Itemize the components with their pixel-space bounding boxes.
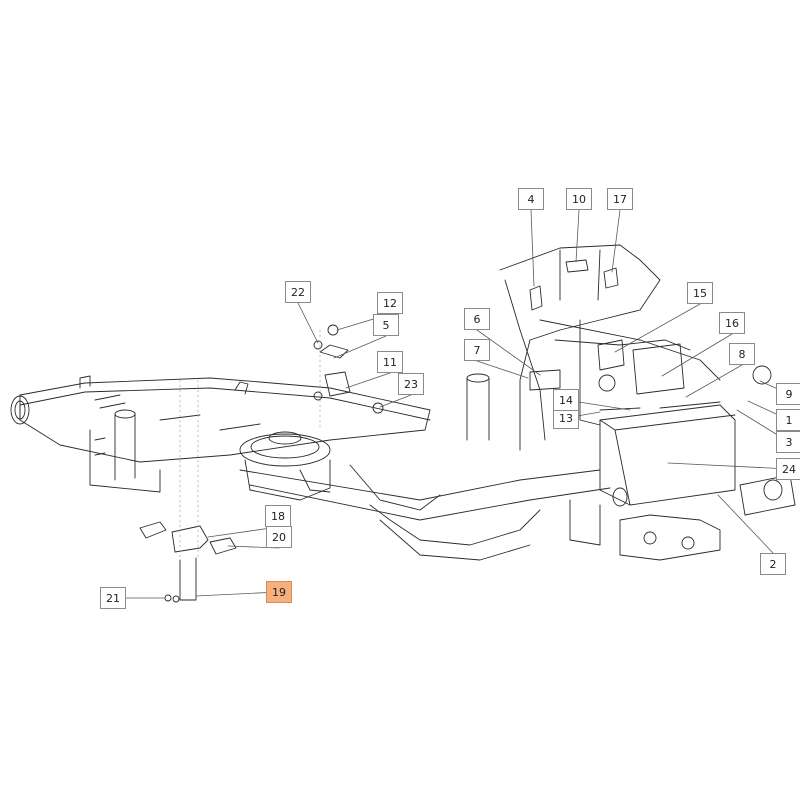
upright-post: [466, 373, 490, 441]
leader-line-24: [667, 462, 790, 470]
leader-line-8: [685, 364, 743, 398]
callout-16[interactable]: 16: [719, 312, 745, 334]
leader-line-11: [345, 372, 391, 389]
callout-11[interactable]: 11: [377, 351, 403, 373]
callout-1[interactable]: 1: [776, 409, 800, 431]
leader-line-15: [614, 303, 701, 353]
pulley-assembly: [239, 431, 441, 511]
callout-8[interactable]: 8: [729, 343, 755, 365]
leader-lines: [125, 209, 790, 599]
callout-6[interactable]: 6: [464, 308, 490, 330]
callout-10[interactable]: 10: [566, 188, 592, 210]
callout-20[interactable]: 20: [266, 526, 292, 548]
fuel-tank: [599, 404, 736, 507]
leader-line-10: [575, 209, 580, 263]
leader-line-19: [195, 591, 280, 597]
callout-7[interactable]: 7: [464, 339, 490, 361]
leader-line-22: [297, 302, 319, 344]
leader-line-17: [611, 209, 621, 273]
callout-4[interactable]: 4: [518, 188, 544, 210]
callout-9[interactable]: 9: [776, 383, 800, 405]
callout-18[interactable]: 18: [265, 505, 291, 527]
assembly-axes: [179, 329, 321, 561]
left-pillar: [89, 409, 161, 493]
callout-21[interactable]: 21: [100, 587, 126, 609]
leader-line-2: [717, 494, 774, 554]
callout-3[interactable]: 3: [776, 431, 800, 453]
callout-2[interactable]: 2: [760, 553, 786, 575]
fasteners: [313, 259, 772, 414]
callout-19[interactable]: 19: [266, 581, 292, 603]
callout-24[interactable]: 24: [776, 458, 800, 480]
leader-line-4: [530, 209, 535, 287]
callout-12[interactable]: 12: [377, 292, 403, 314]
dash-console: [499, 244, 721, 451]
callout-17[interactable]: 17: [607, 188, 633, 210]
callout-14[interactable]: 14: [553, 389, 579, 411]
callout-15[interactable]: 15: [687, 282, 713, 304]
bracket-parts: [139, 521, 237, 603]
leader-line-5: [333, 335, 387, 359]
deck-plate: [10, 375, 431, 463]
rear-hitch: [569, 474, 796, 561]
leader-line-16: [661, 333, 733, 377]
callout-23[interactable]: 23: [398, 373, 424, 395]
callout-5[interactable]: 5: [373, 314, 399, 336]
leader-line-23: [379, 394, 412, 408]
leader-line-7: [476, 360, 529, 379]
callout-22[interactable]: 22: [285, 281, 311, 303]
side-rail: [239, 469, 611, 561]
leader-line-6: [476, 329, 541, 376]
